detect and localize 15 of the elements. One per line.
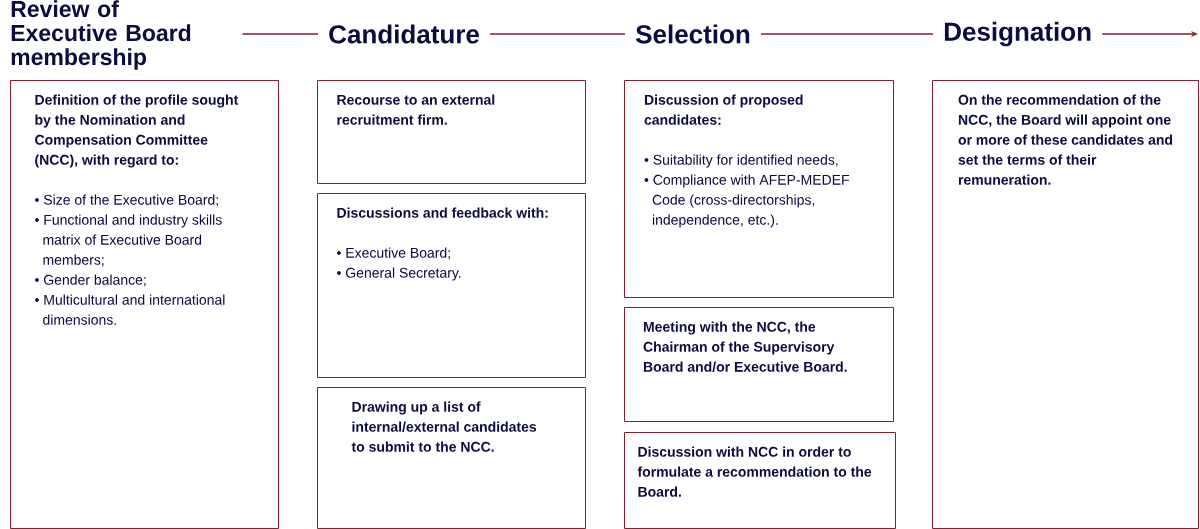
step-box: Drawing up a list of internal/external candidates to submit to the NCC.	[317, 387, 586, 529]
step-box: On the recommendation of the NCC, the Board will appoint one or more of these candidates and set the terms of their remuneration.	[932, 80, 1199, 529]
stage-heading: Designation	[944, 21, 1091, 47]
connector-line	[489, 33, 626, 35]
connector-line	[760, 33, 934, 35]
stage-heading: Candidature	[329, 24, 479, 44]
step-box: Meeting with the NCC, the Chairman of the Supervisory Board and/or Executive Board.	[624, 307, 894, 422]
connector-line	[241, 33, 319, 35]
step-box: Definition of the profile sought by the Nomination and Compensation Committee (NCC), with regard to: • Size of the Executive Board; • Functional and industry skills matrix of Executive Board members; • Gender balance; • Multicultural and international dimensions.	[10, 80, 279, 529]
step-box: Discussion of proposed candidates: • Suitability for identified needs, • Compliance with AFEP-MEDEF Code (cross-directorships, independence, etc.).	[624, 80, 894, 298]
step-box: Discussions and feedback with: • Executive Board; • General Secretary.	[317, 193, 586, 378]
step-box: Recourse to an external recruitment firm.	[317, 80, 586, 184]
step-box: Discussion with NCC in order to formulate a recommendation to the Board.	[624, 432, 896, 529]
stage-heading: Review of Executive Board membership	[11, 0, 191, 70]
stage-heading: Selection	[635, 24, 750, 44]
